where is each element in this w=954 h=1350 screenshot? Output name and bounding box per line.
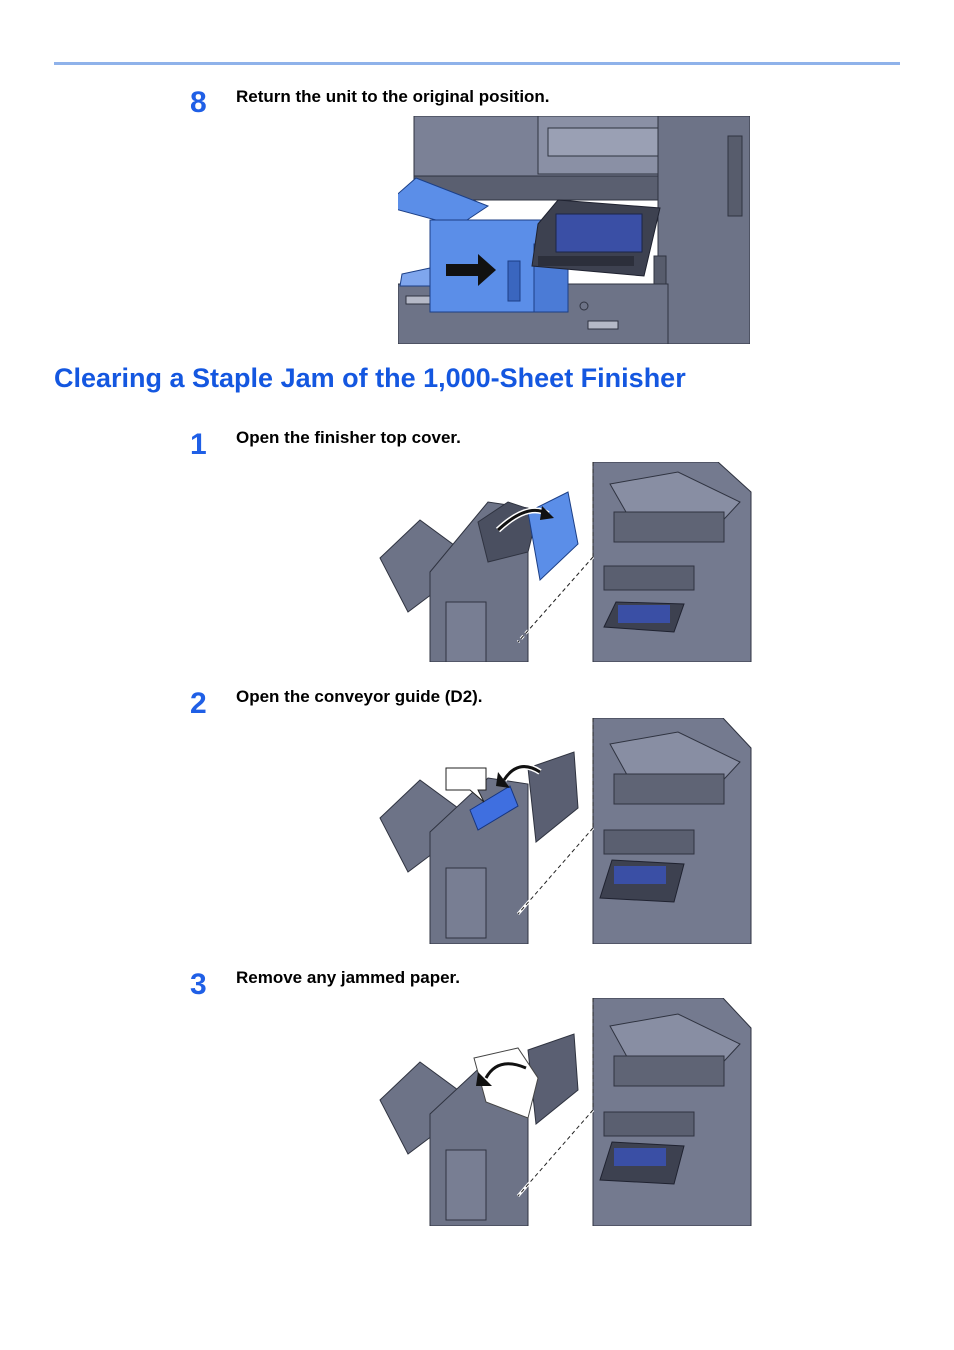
step-8-text: Return the unit to the original position… (236, 87, 550, 106)
step-3-text: Remove any jammed paper. (236, 968, 460, 987)
arrow-right-icon (446, 254, 496, 286)
figure-step-3 (378, 998, 753, 1226)
step-3-number: 3 (190, 968, 207, 1001)
step-2-text: Open the conveyor guide (D2). (236, 687, 483, 706)
step-1-text: Open the finisher top cover. (236, 428, 461, 447)
figure-step-1 (378, 462, 753, 662)
curved-arrow-icon (496, 506, 554, 532)
step-2-number: 2 (190, 687, 207, 720)
curved-arrow-icon (496, 765, 541, 788)
step-8-number: 8 (190, 86, 207, 119)
figure-step-2 (378, 718, 753, 944)
step-1-number: 1 (190, 428, 207, 461)
figure-step-8 (398, 116, 750, 344)
header-rule (54, 62, 900, 65)
curved-arrow-icon (476, 1062, 527, 1086)
section-title: Clearing a Staple Jam of the 1,000-Sheet… (54, 363, 686, 393)
